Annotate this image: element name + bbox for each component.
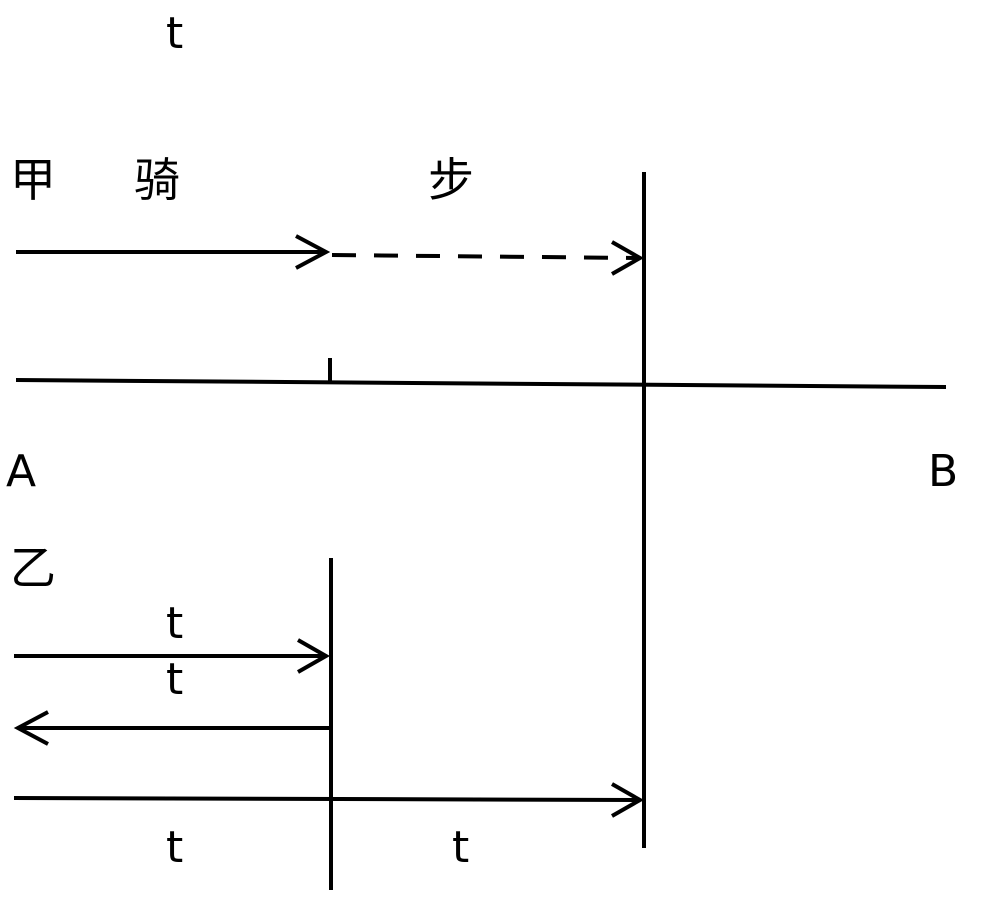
jia-ride-arrowhead	[295, 234, 331, 270]
label-bu: 步	[428, 153, 474, 207]
label-t-top: t	[166, 8, 183, 59]
label-point-b: B	[928, 446, 958, 497]
label-jia: 甲	[10, 153, 56, 207]
label-t-yi-2: t	[166, 654, 183, 705]
yi-arrow-2-head	[13, 710, 49, 746]
label-yi: 乙	[10, 541, 56, 595]
label-qi: 骑	[134, 153, 180, 207]
label-point-a: A	[6, 446, 36, 497]
yi-arrow-1-head	[297, 638, 331, 674]
label-t-yi-1: t	[166, 598, 183, 649]
label-t-bottom-left: t	[166, 822, 183, 873]
jia-walk-arrow-line	[331, 253, 641, 260]
label-t-bottom-right: t	[452, 822, 469, 873]
yi-arrow-3-head	[611, 782, 645, 818]
jia-walk-arrowhead	[611, 240, 645, 276]
yi-arrow-3-line	[13, 796, 641, 802]
road-line-ab	[15, 378, 947, 389]
